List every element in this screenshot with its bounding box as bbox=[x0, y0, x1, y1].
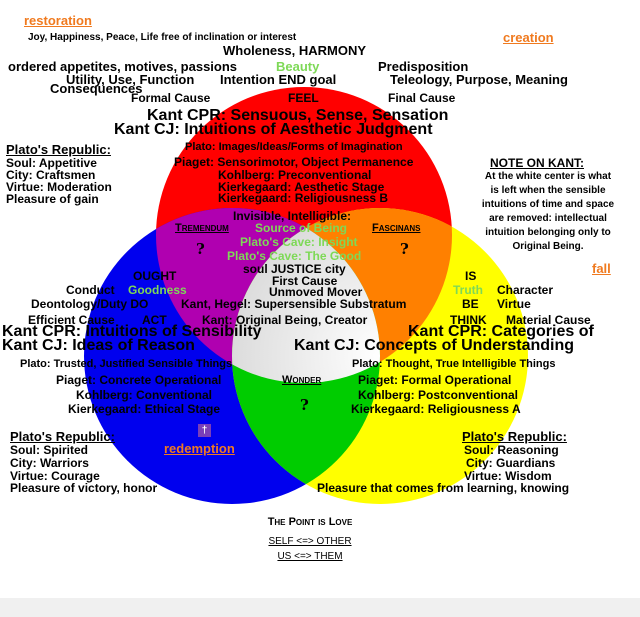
ordered-line: ordered appetites, motives, passions bbox=[8, 59, 238, 74]
bl-republic-city: City: Warriors bbox=[10, 456, 89, 470]
act-label: ACT bbox=[142, 313, 167, 327]
bl-republic-title: Plato's Republic: bbox=[10, 429, 115, 444]
bottom-bar bbox=[0, 598, 640, 617]
redemption-label: redemption bbox=[164, 441, 235, 456]
br-republic-soul: Soul: Reasoning bbox=[464, 443, 559, 457]
kierkegaard-religiousness-b: Kierkegaard: Religiousness B bbox=[218, 191, 389, 205]
fascinans-label: Fascinans bbox=[372, 222, 421, 234]
piaget-concrete: Piaget: Concrete Operational bbox=[56, 373, 222, 387]
kant-cpr-sensuous: Kant CPR: Sensuous, Sense, Sensation bbox=[147, 107, 449, 124]
left-republic-city: City: Craftsmen bbox=[6, 168, 96, 182]
kierkegaard-ethical: Kierkegaard: Ethical Stage bbox=[68, 402, 221, 416]
left-republic-title: Plato's Republic: bbox=[6, 142, 111, 157]
material-cause: Material Cause bbox=[506, 313, 591, 327]
right-qmark: ? bbox=[400, 240, 409, 258]
restoration-label: restoration bbox=[24, 13, 92, 28]
cross-icon: † bbox=[198, 424, 211, 437]
source-of-being: Source of Being bbox=[255, 221, 348, 235]
formal-cause: Formal Cause bbox=[131, 91, 211, 105]
note-line-5: intuition belonging only to bbox=[485, 227, 611, 238]
bl-republic-pleasure: Pleasure of victory, honor bbox=[10, 481, 158, 495]
kant-cpr-categories: Kant CPR: Categories of bbox=[408, 323, 594, 340]
cave-insight: Plato's Cave: Insight bbox=[240, 235, 358, 249]
bl-republic-soul: Soul: Spirited bbox=[10, 443, 88, 457]
wonder-label: Wonder bbox=[282, 374, 322, 386]
white-center bbox=[232, 208, 380, 383]
feel-label: FEEL bbox=[288, 91, 319, 105]
point-is-love: The Point is Love bbox=[267, 516, 353, 528]
us-them: US <=> THEM bbox=[277, 551, 343, 562]
virtue-label: Virtue bbox=[497, 297, 531, 311]
wholeness-line: Wholeness, HARMONY bbox=[223, 43, 367, 58]
kohlberg-conventional: Kohlberg: Conventional bbox=[76, 388, 212, 402]
ought-label: OUGHT bbox=[133, 269, 177, 283]
be-label: BE bbox=[462, 297, 479, 311]
creation-label: creation bbox=[503, 30, 554, 45]
beauty-label: Beauty bbox=[276, 59, 320, 74]
joy-line: Joy, Happiness, Peace, Life free of incl… bbox=[28, 32, 297, 43]
self-other: SELF <=> OTHER bbox=[268, 536, 352, 547]
efficient-cause: Efficient Cause bbox=[28, 313, 115, 327]
br-republic-title: Plato's Republic: bbox=[462, 429, 567, 444]
note-line-4: are removed: intellectual bbox=[489, 213, 607, 224]
kierkegaard-aesthetic: Kierkegaard: Aesthetic Stage bbox=[218, 180, 385, 194]
first-cause: First Cause bbox=[272, 274, 338, 288]
br-republic-virtue: Virtue: Wisdom bbox=[464, 469, 552, 483]
kohlberg-preconventional: Kohlberg: Preconventional bbox=[218, 168, 372, 182]
plato-trusted: Plato: Trusted, Justified Sensible Thing… bbox=[20, 358, 233, 370]
is-label: IS bbox=[465, 269, 477, 283]
note-line-2: is left when the sensible bbox=[490, 185, 606, 196]
kant-cj-aesthetic: Kant CJ: Intuitions of Aesthetic Judgmen… bbox=[114, 121, 433, 138]
deontology-label: Deontology/Duty DO bbox=[31, 297, 149, 311]
truth-label: Truth bbox=[453, 283, 483, 297]
br-republic-pleasure: Pleasure that comes from learning, knowi… bbox=[317, 481, 570, 495]
teleology-line: Teleology, Purpose, Meaning bbox=[390, 72, 568, 87]
plato-thought: Plato: Thought, True Intelligible Things bbox=[352, 358, 556, 370]
cave-good: Plato's Cave: The Good bbox=[227, 249, 362, 263]
bl-republic-virtue: Virtue: Courage bbox=[10, 469, 100, 483]
invisible-intelligible: Invisible, Intelligible: bbox=[233, 209, 352, 223]
note-line-6: Original Being. bbox=[512, 241, 584, 252]
left-qmark: ? bbox=[196, 240, 205, 258]
left-republic-soul: Soul: Appetitive bbox=[6, 156, 97, 170]
kant-cpr-sensibility: Kant CPR: Intuitions of Sensibility bbox=[2, 323, 262, 340]
tremendum-label: Tremendum bbox=[175, 222, 229, 234]
think-label: THINK bbox=[450, 313, 487, 327]
left-republic-pleasure: Pleasure of gain bbox=[6, 192, 99, 206]
note-line-3: intuitions of time and space bbox=[481, 199, 615, 210]
kierkegaard-religiousness-a: Kierkegaard: Religiousness A bbox=[351, 402, 521, 416]
unmoved-mover: Unmoved Mover bbox=[269, 285, 363, 299]
note-line-1: At the white center is what bbox=[484, 171, 612, 182]
predisposition-line: Predisposition bbox=[378, 59, 469, 74]
goodness-label: Goodness bbox=[128, 283, 187, 297]
piaget-formal: Piaget: Formal Operational bbox=[358, 373, 512, 387]
conduct-label: Conduct bbox=[66, 283, 115, 297]
final-cause: Final Cause bbox=[388, 91, 456, 105]
intention-line: Intention END goal bbox=[220, 72, 337, 87]
note-title: NOTE ON KANT: bbox=[490, 156, 584, 170]
left-republic-virtue: Virtue: Moderation bbox=[6, 180, 112, 194]
piaget-sensorimotor: Piaget: Sensorimotor, Object Permanence bbox=[174, 155, 414, 169]
character-label: Character bbox=[497, 283, 554, 297]
kant-cj-ideas: Kant CJ: Ideas of Reason bbox=[2, 337, 195, 354]
soul-justice-city: soul JUSTICE city bbox=[243, 262, 346, 276]
kohlberg-postconventional: Kohlberg: Postconventional bbox=[358, 388, 519, 402]
kant-hegel-substratum: Kant, Hegel: Supersensible Substratum bbox=[181, 297, 407, 311]
br-republic-city: City: Guardians bbox=[466, 456, 556, 470]
kant-original-being: Kant: Original Being, Creator bbox=[202, 313, 368, 327]
consequences-line: Consequences bbox=[50, 81, 143, 96]
utility-line: Utility, Use, Function bbox=[66, 72, 195, 87]
kant-cj-concepts: Kant CJ: Concepts of Understanding bbox=[294, 337, 575, 354]
wonder-qmark: ? bbox=[300, 396, 309, 414]
fall-label: fall bbox=[592, 261, 611, 276]
plato-images: Plato: Images/Ideas/Forms of Imagination bbox=[185, 141, 403, 153]
